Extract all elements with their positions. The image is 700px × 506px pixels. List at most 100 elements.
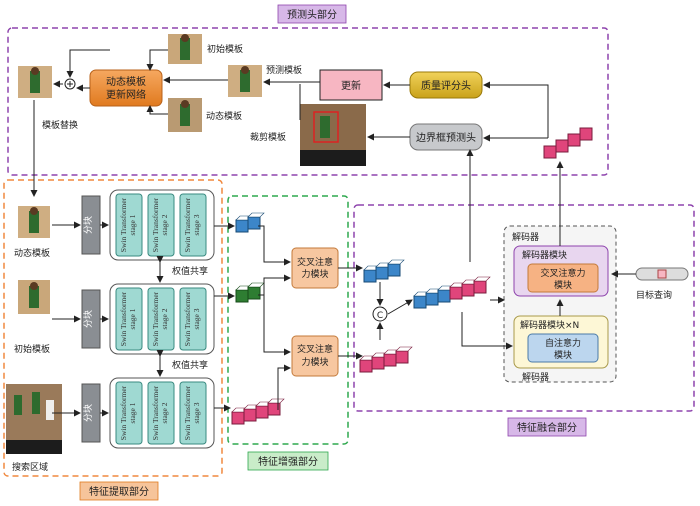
partition-label-initial: 分块 [82,310,94,328]
initial-template-image [18,280,50,314]
predicted-template-label: 预测模板 [266,64,302,76]
fusion-cross-attention-box [527,263,599,293]
swin-stage-3-initial [179,287,207,351]
target-query-icon [635,267,689,281]
swin-stage-1-search [115,381,143,445]
feature-fusion-label: 特征融合部分 [517,421,577,434]
search-tokens-cube-2 [243,408,257,422]
decoder-module-label: 解码器模块 [522,249,567,261]
cross-attention-box-1 [291,247,339,289]
self-attention-line2: 模块 [554,349,572,361]
cross-attention-2-line2: 力模块 [301,356,328,368]
output-template-thumb [18,66,52,98]
predicted-template-thumb [228,65,262,97]
swin-stage-2-search [147,381,175,445]
initial-tokens-cube-1 [235,289,249,303]
update-network-line1: 动态模板 [106,75,146,88]
swin-stage-label-3-initial: stage 3 [192,308,201,329]
decoder-title: 解码器 [512,231,539,243]
dynamic-tokens-cube-2 [247,216,261,230]
cross-attention-1-line1: 交叉注意 [297,256,333,268]
enh-search-tokens-cube-4 [395,350,409,364]
search-tokens-cube-1 [231,411,245,425]
swin-stage-1-initial [115,287,143,351]
swin-title-1-dynamic: Swin Transformer [119,197,128,252]
partition-label-search: 分块 [82,404,94,422]
update-box [319,69,383,101]
initial-template-label-top: 初始模板 [207,43,243,55]
concat-label: C [377,311,383,321]
weight-share-label-1: 权值共享 [172,265,208,277]
enh-template-tokens-cube-2 [375,266,389,280]
swin-stage-3-dynamic [179,193,207,257]
fusion-cross-attention-line1: 交叉注意力 [540,267,585,279]
feature-fusion-frame [353,204,695,412]
crop-template-label: 裁剪模板 [250,131,286,143]
swin-stage-label-2-dynamic: stage 2 [160,214,169,235]
swin-stage-label-3-search: stage 3 [192,402,201,423]
decoder-module-n-label: 解码器模块×N [520,319,579,331]
search-region-label: 搜索区域 [12,461,48,473]
encoder-label: 解码器 [522,371,549,383]
update-label: 更新 [341,79,361,92]
swin-stage-1-dynamic [115,193,143,257]
prediction-head-label: 预测头部分 [287,8,337,21]
dynamic-template-thumb-top [168,98,202,132]
weight-share-label-2: 权值共享 [172,359,208,371]
fusion-cross-attention-line2: 模块 [554,279,572,291]
swin-title-3-dynamic: Swin Transformer [183,197,192,252]
swin-title-2-dynamic: Swin Transformer [151,197,160,252]
target-query-label: 目标查询 [636,289,672,301]
swin-title-1-search: Swin Transformer [119,385,128,440]
swin-stage-label-1-search: stage 1 [128,402,137,423]
feature-extraction-label: 特征提取部分 [89,485,149,498]
initial-template-thumb-top [168,34,202,64]
search-tokens-cube-3 [255,405,269,419]
swin-title-1-initial: Swin Transformer [119,291,128,346]
concat-pink-tokens-cube-1 [449,286,463,300]
swin-title-2-search: Swin Transformer [151,385,160,440]
cross-attention-2-line1: 交叉注意 [297,343,333,355]
quality-head-label: 质量评分头 [421,80,471,92]
swin-stage-3-search [179,381,207,445]
concat-pink-tokens-cube-3 [473,280,487,294]
initial-template-label: 初始模板 [14,343,50,355]
partition-label-dynamic: 分块 [82,216,94,234]
prediction-head-frame [7,27,609,176]
feature-enhancement-label: 特征增强部分 [258,455,318,468]
template-replace-label: 模板替换 [42,119,78,131]
self-attention-box [527,333,599,363]
swin-stage-label-2-search: stage 2 [160,402,169,423]
feature-enhancement-frame [227,195,349,445]
swin-stage-label-1-initial: stage 1 [128,308,137,329]
enh-template-tokens-cube-3 [387,263,401,277]
search-region-image [6,384,62,454]
update-network-line2: 更新网络 [106,88,146,101]
concat-pink-tokens-cube-2 [461,283,475,297]
dynamic-template-image [18,206,50,238]
swin-stage-label-2-initial: stage 2 [160,308,169,329]
bbox-head-label: 边界框预测头 [416,131,476,144]
dynamic-tokens-cube-1 [235,219,249,233]
enh-search-tokens-cube-2 [371,356,385,370]
concat-blue-tokens-cube-1 [413,295,427,309]
cross-attention-1-line2: 力模块 [301,268,328,280]
swin-title-3-search: Swin Transformer [183,385,192,440]
feature-extraction-frame [3,179,223,477]
dynamic-template-label-top: 动态模板 [206,110,242,122]
swin-stage-label-3-dynamic: stage 3 [192,214,201,235]
initial-tokens-cube-2 [247,286,261,300]
swin-title-2-initial: Swin Transformer [151,291,160,346]
enh-template-tokens-cube-1 [363,269,377,283]
dynamic-template-label: 动态模板 [14,247,50,259]
swin-title-3-initial: Swin Transformer [183,291,192,346]
concat-blue-tokens-cube-2 [425,292,439,306]
cross-attention-box-2 [291,335,339,377]
enh-search-tokens-cube-3 [383,353,397,367]
concat-blue-tokens-cube-3 [437,289,451,303]
fusion-output-tokens [543,127,593,159]
self-attention-line1: 自注意力 [545,337,581,349]
crop-template-thumb [300,104,366,166]
swin-stage-label-1-dynamic: stage 1 [128,214,137,235]
